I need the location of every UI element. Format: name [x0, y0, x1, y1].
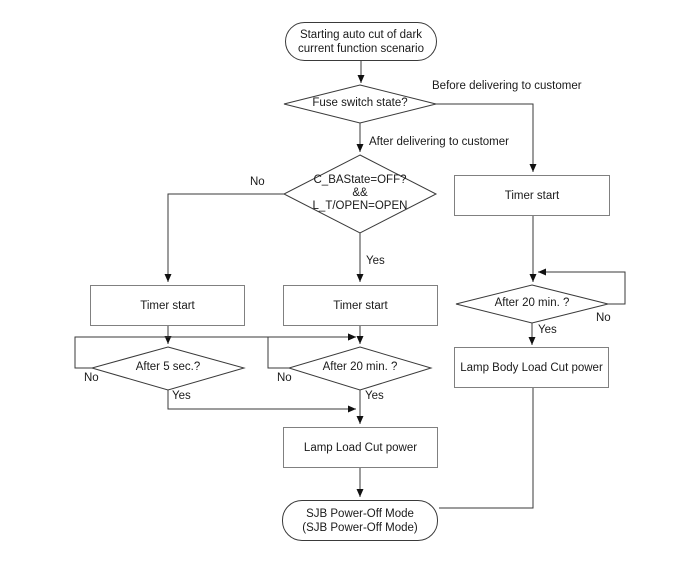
timer-start-left-box: Timer start	[90, 285, 245, 326]
after-5-sec-diamond-shape	[90, 346, 246, 391]
edge-label-after-delivering: After delivering to customer	[369, 136, 509, 148]
edge-label-after5-yes: Yes	[172, 390, 191, 402]
timer-start-right-box: Timer start	[454, 175, 610, 216]
edge-after5-no-loop	[74, 333, 356, 369]
edge-fuse-to-timer-right	[436, 103, 537, 172]
edge-label-cba-no: No	[250, 176, 265, 188]
cba-condition-line2: &&	[352, 187, 368, 199]
fuse-switch-diamond-shape	[283, 84, 437, 124]
edge-label-before-delivering: Before delivering to customer	[432, 80, 582, 92]
cba-condition-diamond-shape	[282, 154, 438, 234]
lamp-load-cut-box: Lamp Load Cut power	[283, 427, 438, 468]
edge-label-after20-right-no: No	[596, 312, 611, 324]
after-20-min-right-diamond-shape	[455, 284, 609, 324]
start-node: Starting auto cut of dark current functi…	[285, 22, 437, 61]
after-5-sec-decision-label: After 5 sec.?	[135, 361, 201, 373]
after-20-min-mid-decision-label: After 20 min. ?	[322, 361, 398, 373]
after-20-min-mid-diamond-shape	[287, 346, 433, 391]
edge-after20-mid-no-loop	[267, 333, 356, 369]
sjb-power-off-node: SJB Power-Off Mode (SJB Power-Off Mode)	[282, 500, 438, 541]
edge-label-after20-right-yes: Yes	[538, 324, 557, 336]
cba-condition-decision-label: C_BAState=OFF? && L_T/OPEN=OPEN	[285, 174, 435, 213]
edge-label-after20-mid-no: No	[277, 372, 292, 384]
edge-cba-no-to-timer-left	[164, 193, 284, 282]
timer-start-mid-label: Timer start	[333, 299, 388, 312]
fuse-switch-decision-label: Fuse switch state?	[312, 97, 408, 109]
lamp-body-load-cut-label: Lamp Body Load Cut power	[460, 361, 603, 374]
cba-condition-line3: L_T/OPEN=OPEN	[312, 200, 408, 212]
cba-condition-line1: C_BAState=OFF?	[313, 174, 407, 186]
sjb-power-off-line1: SJB Power-Off Mode	[306, 507, 414, 520]
timer-start-left-label: Timer start	[140, 299, 195, 312]
after-20-min-right-decision-label: After 20 min. ?	[494, 297, 570, 309]
sjb-power-off-line2: (SJB Power-Off Mode)	[302, 521, 418, 534]
edge-label-after20-mid-yes: Yes	[365, 390, 384, 402]
edge-label-cba-yes: Yes	[366, 255, 385, 267]
timer-start-mid-box: Timer start	[283, 285, 438, 326]
lamp-load-cut-label: Lamp Load Cut power	[303, 441, 418, 454]
edge-after20-right-no-loop	[538, 268, 626, 305]
lamp-body-load-cut-box: Lamp Body Load Cut power	[454, 347, 609, 388]
edge-lampbody-to-sjb	[439, 388, 534, 509]
start-node-line1: Starting auto cut of dark	[299, 28, 423, 41]
edge-after5-yes-merge	[167, 390, 356, 413]
start-node-line2: current function scenario	[298, 42, 424, 55]
timer-start-right-label: Timer start	[504, 189, 560, 202]
edge-label-after5-no: No	[84, 372, 99, 384]
